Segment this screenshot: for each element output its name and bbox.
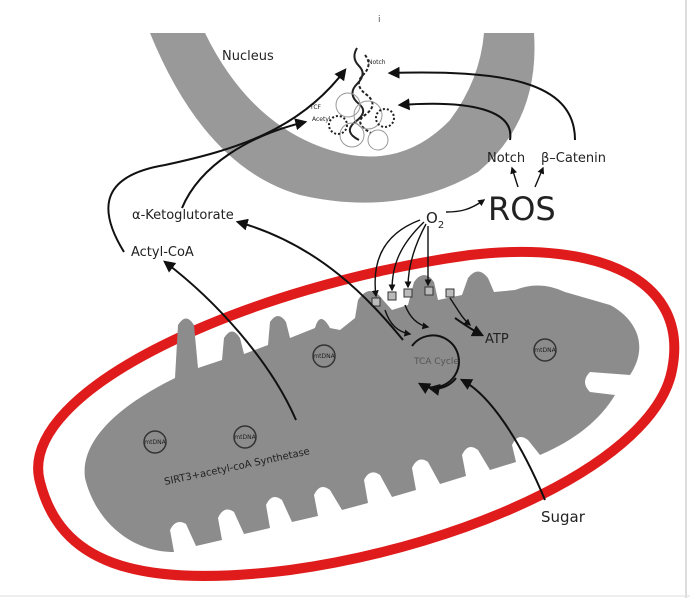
atp-label: ATP [485, 332, 509, 347]
arrow-ros-to-catenin [535, 168, 543, 187]
svg-text:mtDNA: mtDNA [313, 353, 335, 360]
svg-text:mtDNA: mtDNA [144, 439, 166, 446]
arrow-o2-to-ros [446, 200, 484, 212]
sugar-label: Sugar [541, 508, 586, 526]
arrow-ros-to-notch [512, 168, 518, 187]
chromatin-tag-notch: Notch [368, 59, 386, 66]
acetyl-coa-label: Actyl-CoA [131, 245, 194, 260]
chromatin-tag-acetyl: Acetyl [312, 116, 331, 123]
o2-label: O2 [426, 209, 444, 231]
beta-catenin-label: β–Catenin [541, 151, 606, 166]
nucleus-label: Nucleus [222, 49, 274, 64]
svg-text:mtDNA: mtDNA [234, 434, 256, 441]
notch-label: Notch [487, 151, 525, 166]
alpha-ketoglutarate-label: α-Ketoglutorate [132, 208, 234, 223]
svg-text:mtDNA: mtDNA [534, 347, 556, 354]
ros-label: ROS [488, 190, 556, 228]
nucleus-envelope [150, 33, 535, 203]
top-mark: i [378, 15, 381, 25]
chromatin: Notch TCF Acetyl [309, 48, 394, 150]
tca-cycle-label: TCA Cycle [413, 357, 459, 367]
